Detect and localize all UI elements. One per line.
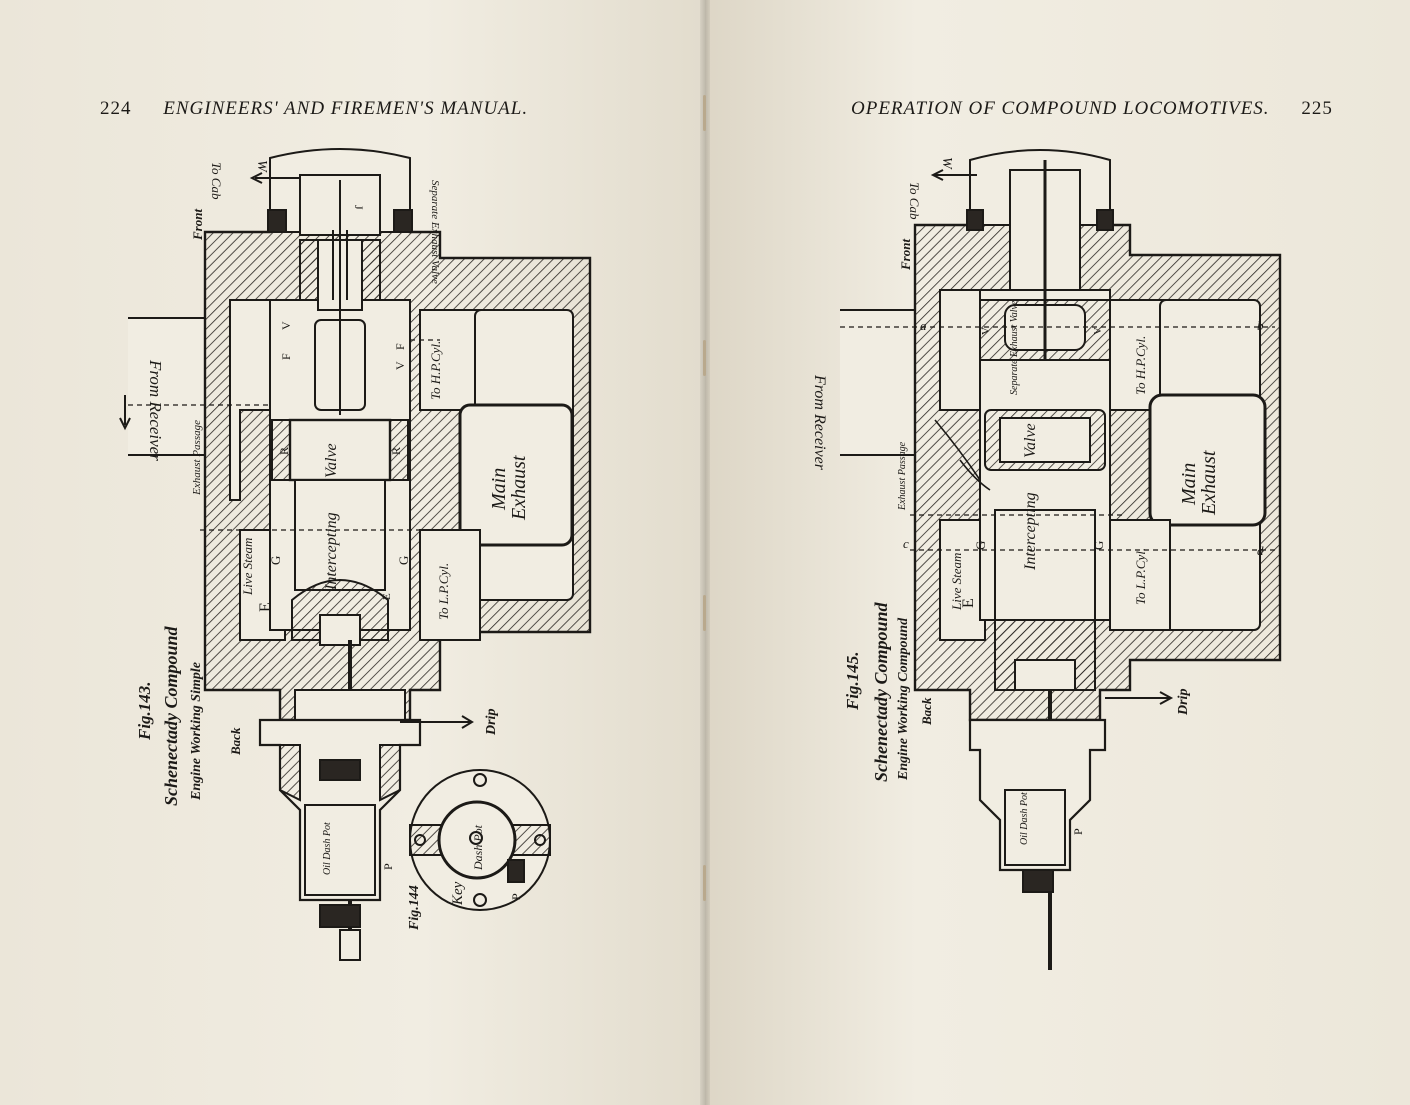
label-separate-exhaust-valve-r: Separate Exhaust Valve [1009, 300, 1020, 395]
caption-sub-143: Engine Working Simple [189, 662, 204, 801]
label-g-left-r: G [973, 541, 988, 550]
label-exhaust-passage: Exhaust Passage [191, 420, 203, 496]
label-exhaust-passage-r: Exhaust Passage [897, 441, 908, 511]
left-page: 224 ENGINEERS' AND FIREMEN'S MANUAL. [0, 0, 705, 1105]
label-dash-pot: Dash Pot [471, 824, 485, 871]
label-d: d [1257, 543, 1264, 558]
label-valve-r: Valve [1022, 423, 1039, 458]
label-v-right: V [393, 361, 407, 370]
label-c: c [903, 536, 909, 551]
right-running-head: OPERATION OF COMPOUND LOCOMOTIVES. [851, 98, 1270, 119]
label-r-right: R [389, 447, 403, 455]
label-w-r: W [939, 157, 954, 170]
label-p-r: P [1071, 828, 1085, 835]
label-to-lp-cyl: To L.P.Cyl. [436, 563, 451, 620]
label-main: Main [488, 468, 510, 511]
label-from-receiver: From Receiver [146, 359, 165, 461]
label-e-r: E [960, 598, 977, 608]
caption-title-143: Schenectady Compound [161, 625, 181, 806]
label-to-cab: To Cab [209, 162, 224, 200]
label-to-hp-cyl-r: To H.P.Cyl. [1133, 336, 1148, 395]
label-drip: Drip [484, 709, 499, 736]
label-exhaust: Exhaust [508, 455, 530, 521]
label-to-hp-cyl: To H.P.Cyl. [428, 341, 443, 400]
label-e-left: E [257, 602, 274, 612]
label-live-steam-r: Live Steam [949, 553, 964, 611]
caption-title-145: Schenectady Compound [871, 601, 891, 782]
label-oil-dash-pot-r: Oil Dash Pot [1019, 792, 1030, 845]
label-valve: Valve [323, 443, 340, 478]
label-from-receiver-r: From Receiver [811, 374, 828, 471]
label-main-r: Main [1178, 463, 1200, 506]
label-e-right: E [381, 593, 393, 600]
caption-fig-143: Fig.143. [135, 681, 154, 741]
left-running-head: ENGINEERS' AND FIREMEN'S MANUAL. [163, 98, 529, 119]
label-oil-dash-pot: Oil Dash Pot [322, 822, 333, 875]
figure-145-drawing: To Cab W Front From Receiver Separate Ex… [811, 149, 1282, 970]
label-f-left: F [279, 353, 293, 360]
left-page-header: 224 ENGINEERS' AND FIREMEN'S MANUAL. [100, 98, 528, 120]
label-inset-p: P [509, 893, 523, 900]
label-g-right: G [396, 556, 411, 565]
label-intercepting-r: Intercepting [1022, 492, 1039, 571]
label-front-r: Front [898, 239, 913, 271]
label-g-left: G [268, 556, 283, 565]
right-page-header: OPERATION OF COMPOUND LOCOMOTIVES. 225 [851, 98, 1333, 120]
right-page: OPERATION OF COMPOUND LOCOMOTIVES. 225 [705, 0, 1410, 1105]
label-v-left: V [279, 321, 293, 330]
caption-sub-145: Engine Working Compound [896, 617, 911, 781]
figure-143-drawing: To Cab W Front Separate Exhaust Valve Fr… [119, 148, 592, 961]
label-exhaust-r: Exhaust [1198, 450, 1220, 516]
label-f-right: F [393, 343, 407, 350]
label-v-right-r: V [1092, 327, 1104, 335]
label-fig-144: Fig.144 [407, 885, 422, 931]
right-page-number: 225 [1301, 98, 1333, 119]
label-separate-exhaust-valve: Separate Exhaust Valve [429, 180, 441, 284]
label-r-left: R [277, 447, 291, 455]
label-live-steam: Live Steam [240, 538, 255, 596]
label-intercepting: Intercepting [323, 512, 340, 591]
book-gutter [700, 0, 710, 1105]
label-g-right-r: G [1091, 541, 1106, 550]
label-to-lp-cyl-r: To L.P.Cyl. [1133, 548, 1148, 605]
binding-stitch [703, 340, 706, 376]
figure-144-inset [409, 769, 551, 911]
label-back: Back [228, 727, 243, 756]
label-w: W [254, 160, 269, 173]
caption-fig-145: Fig.145. [843, 651, 862, 711]
label-key: Key [450, 881, 466, 906]
binding-stitch [703, 95, 706, 131]
label-v-left-r: V [980, 327, 992, 335]
label-drip-r: Drip [1176, 689, 1191, 716]
label-p: P [381, 863, 395, 870]
left-page-number: 224 [100, 98, 132, 119]
label-a: a [920, 318, 927, 333]
label-to-cab-r: To Cab [907, 182, 922, 220]
label-j: J [352, 205, 366, 210]
label-front: Front [190, 209, 205, 241]
binding-stitch [703, 595, 706, 631]
binding-stitch [703, 865, 706, 901]
label-b: b [1257, 318, 1264, 333]
label-back-r: Back [919, 697, 934, 726]
